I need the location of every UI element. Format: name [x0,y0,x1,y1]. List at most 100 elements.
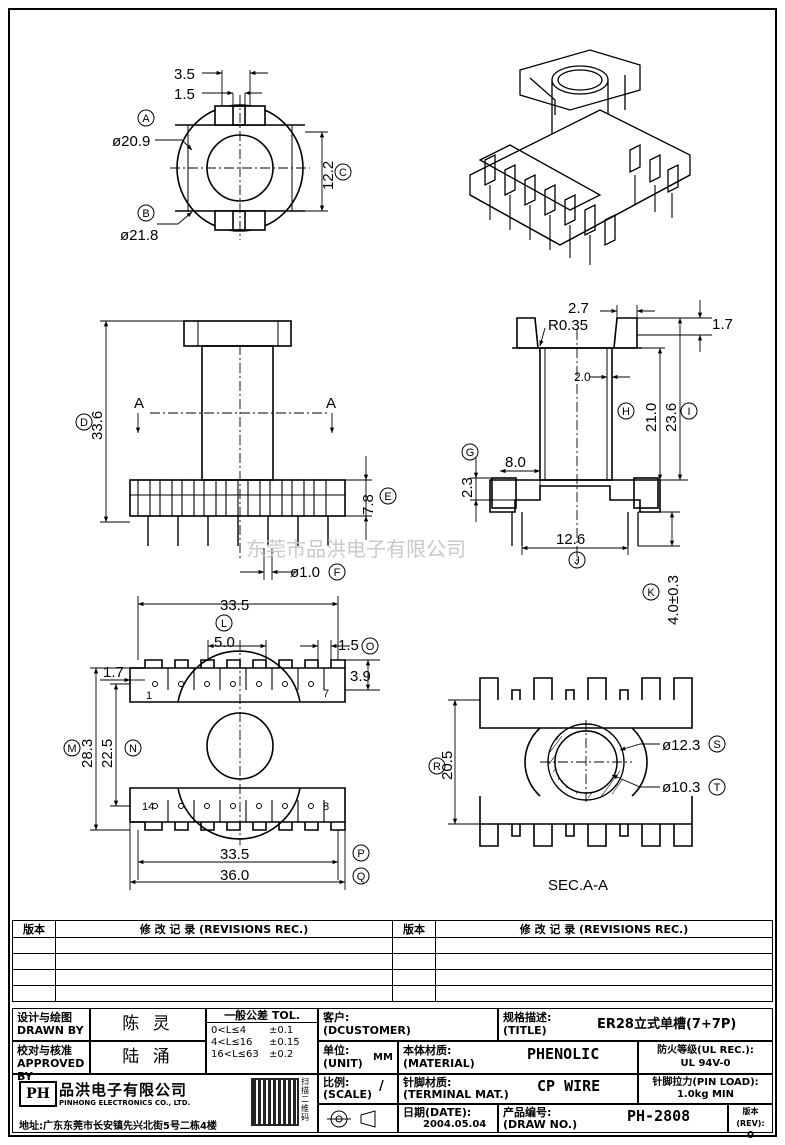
company-address: 地址:广东东莞市长安镇先兴北街5号二栋4楼 [19,1121,217,1132]
projection-symbol [318,1104,398,1133]
qr-caption: 扫描二维码 [301,1077,309,1122]
label-r: R [433,761,441,773]
label-j: J [574,555,580,567]
rev-col1: 版本 [12,920,56,938]
qr-code-icon [251,1078,299,1126]
customer-label-en: (DCUSTOMER) [323,1024,411,1037]
dim-28-3: 28.3 [79,739,96,768]
tol-value: ±0.1 [269,1025,294,1036]
pin-1: 1 [146,690,152,702]
dim-12-2: 12.2 [320,161,337,190]
flame-box: 防火等级(UL REC.): UL 94V-0 [638,1041,773,1074]
dim-4-0: 4.0±0.3 [665,575,682,625]
dim-1-7-b: 1.7 [103,664,124,681]
customer-label-cn: 客户: [323,1011,350,1024]
dim-33-6: 33.6 [89,411,106,440]
label-g: G [466,447,475,459]
tol-range: 0<L≤4 [211,1025,247,1036]
title-value: ER28立式单槽(7+7P) [597,1017,737,1032]
isometric-view [469,49,691,265]
tolerance-box: 一般公差 TOL. 0<L≤4 ±0.1 4<L≤16±0.15 16<L≤63±… [206,1008,318,1074]
rev-box: 版本(REV): 0 [728,1104,773,1141]
drawno-box: 产品编号: (DRAW NO.) PH-2808 [498,1104,728,1133]
dim-r0-35: R0.35 [548,317,588,334]
drawn-by-cn: 设计与绘图 [17,1011,72,1024]
tol-row: 0<L≤4 ±0.1 [211,1025,313,1037]
drawn-by-name: 陈 灵 [90,1008,206,1041]
dim-33-5-top: 33.5 [220,597,249,614]
section-mark-right: A [326,395,336,412]
company-logo: PH [19,1081,57,1107]
label-t: T [714,782,721,794]
pin-14: 14 [142,801,154,813]
date-label: 日期(DATE): [403,1106,472,1119]
label-o: O [366,641,375,653]
scale-box: 比例: (SCALE) / [318,1074,398,1104]
unit-value: MM [373,1052,393,1063]
dim-2-0: 2.0 [574,370,591,384]
label-n: N [129,743,137,755]
tol-row: 16<L≤63±0.2 [211,1049,313,1061]
callout-circles [63,109,726,885]
label-b: B [142,208,149,220]
dim-d10-3: ø10.3 [662,779,700,796]
date-value: 2004.05.04 [423,1119,487,1130]
dim-d12-3: ø12.3 [662,737,700,754]
dim-3-9: 3.9 [350,668,371,685]
label-a: A [142,113,150,125]
material-label-cn: 本体材质: [403,1044,452,1057]
drawno-label-en: (DRAW NO.) [503,1118,578,1131]
date-box: 日期(DATE): 2004.05.04 [398,1104,498,1133]
approved-by-name: 陆 涌 [90,1041,206,1074]
label-e: E [384,491,391,503]
company-name-en: PINHONG ELECTRONICS CO., LTD. [59,1099,191,1107]
pin-7: 7 [323,688,329,700]
section-view [448,677,693,847]
material-box: 本体材质: (MATERIAL) PHENOLIC [398,1041,638,1074]
dim-2-7: 2.7 [568,300,589,317]
title-label-cn: 规格描述: [503,1011,552,1024]
material-value: PHENOLIC [527,1045,600,1063]
flame-value: UL 94V-0 [680,1058,731,1069]
dim-d21-8: ø21.8 [120,227,158,244]
table-row [12,985,773,1002]
unit-box: 单位: (UNIT) MM [318,1041,398,1074]
end-view [470,300,712,565]
table-row [12,969,773,986]
dim-d20-9: ø20.9 [112,133,150,150]
dim-1-5: 1.5 [174,86,195,103]
top-view [155,70,328,240]
pin-8: 8 [323,801,329,813]
watermark: 东莞市品洪电子有限公司 [246,537,466,561]
technical-drawing: 3.5 1.5 ø20.9 12.2 ø21.8 33.6 7.8 ø1.0 A… [63,49,733,894]
dim-2-3: 2.3 [459,477,476,498]
tol-row: 4<L≤16±0.15 [211,1037,313,1049]
rev-col2: 修 改 记 录 (REVISIONS REC.) [55,920,393,938]
dim-12-6: 12.6 [556,531,585,548]
section-mark-left: A [134,395,144,412]
material-label-en: (MATERIAL) [403,1057,475,1070]
revisions-table: 版本 修 改 记 录 (REVISIONS REC.) 版本 修 改 记 录 (… [12,920,773,1002]
approved-by-cn: 校对与核准 [17,1044,72,1057]
company-name-cn: 品洪电子有限公司 [59,1081,188,1099]
dim-8-0: 8.0 [505,454,526,471]
label-q: Q [357,871,366,883]
dim-3-5: 3.5 [174,66,195,83]
drawn-by-label: 设计与绘图 DRAWN BY [12,1008,90,1041]
tolerance-title: 一般公差 TOL. [207,1010,317,1023]
scale-label-en: (SCALE) [323,1088,373,1101]
label-d: D [80,417,88,429]
label-m: M [67,743,76,755]
label-i: I [687,406,690,418]
dim-21-0: 21.0 [643,403,660,432]
approved-by-label: 校对与核准 APPROVED BY [12,1041,90,1083]
dim-22-5: 22.5 [99,739,116,768]
dim-20-5: 20.5 [439,751,456,780]
dim-33-5-bot: 33.5 [220,846,249,863]
label-l: L [221,618,227,630]
unit-label-en: (UNIT) [323,1057,363,1070]
company-box: PH 品洪电子有限公司 PINHONG ELECTRONICS CO., LTD… [12,1074,318,1133]
scale-label-cn: 比例: [323,1076,350,1089]
pinload-label: 针脚拉力(PIN LOAD): [652,1077,759,1088]
dim-7-8: 7.8 [360,494,377,515]
